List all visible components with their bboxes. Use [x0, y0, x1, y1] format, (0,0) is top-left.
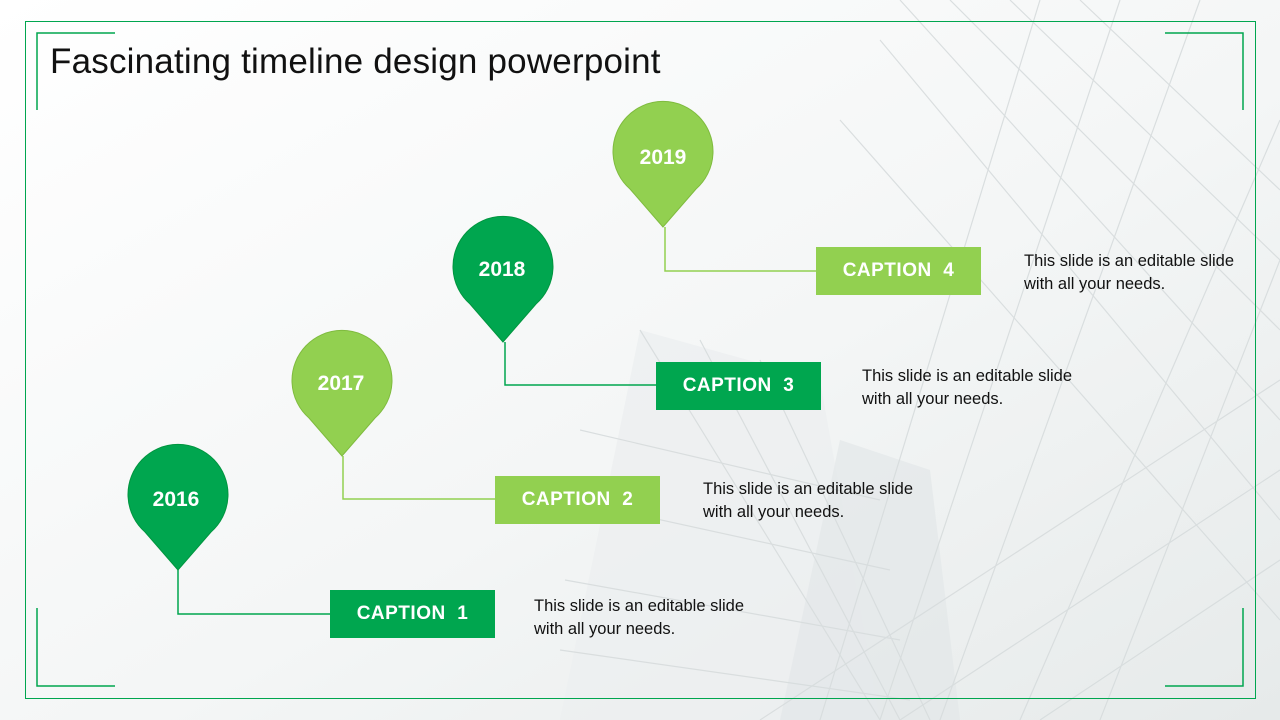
caption-box-4: CAPTION 4 — [816, 247, 981, 295]
caption-box-1: CAPTION 1 — [330, 590, 495, 638]
year-label-2019: 2019 — [639, 146, 687, 169]
pin-2019 — [612, 100, 714, 228]
pin-2016 — [127, 443, 229, 571]
description-1: This slide is an editable slide with all… — [534, 597, 745, 638]
year-label-2017: 2017 — [317, 372, 365, 395]
caption-box-2: CAPTION 2 — [495, 476, 660, 524]
description-3: This slide is an editable slide with all… — [862, 367, 1073, 408]
pin-2018 — [452, 215, 554, 343]
year-label-2018: 2018 — [478, 258, 526, 281]
connector-2017 — [342, 456, 496, 500]
connector-2016 — [177, 570, 331, 615]
description-2: This slide is an editable slide with all… — [703, 480, 914, 521]
page-title: Fascinating timeline design powerpoint — [50, 42, 661, 81]
caption-box-3: CAPTION 3 — [656, 362, 821, 410]
year-label-2016: 2016 — [152, 488, 200, 511]
description-4: This slide is an editable slide with all… — [1024, 252, 1235, 293]
connector-2018 — [504, 342, 656, 386]
connector-2019 — [664, 227, 817, 272]
pin-2017 — [291, 329, 393, 457]
